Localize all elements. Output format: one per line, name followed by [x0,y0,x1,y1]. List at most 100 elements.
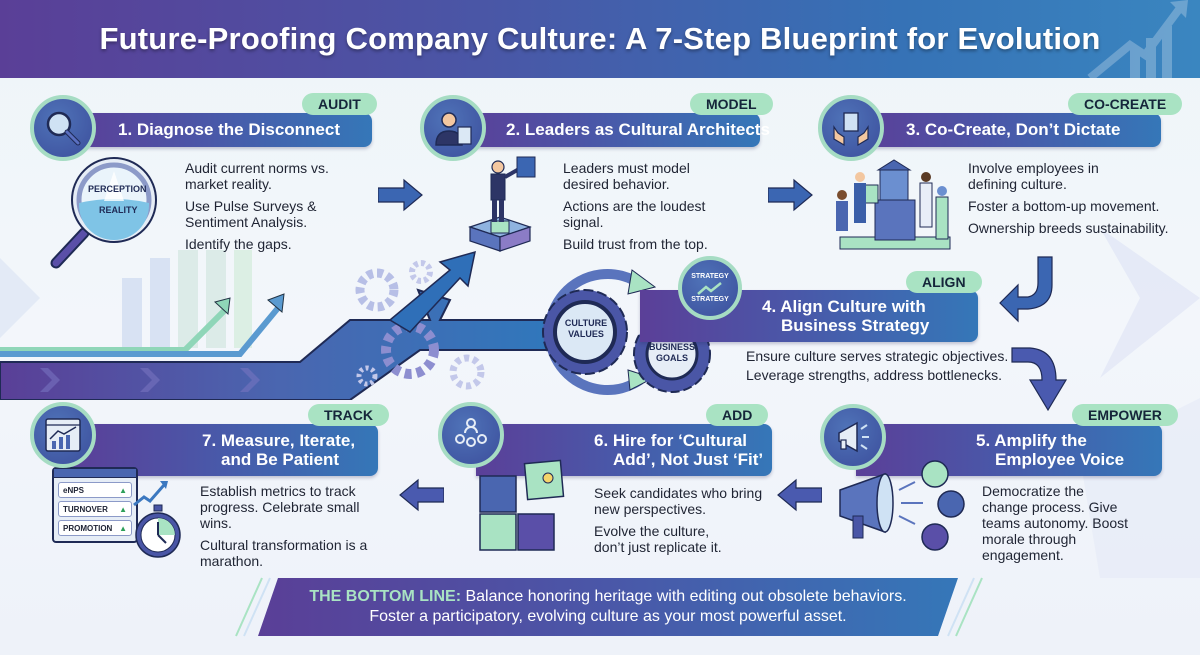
bg-bar [150,258,170,348]
flow-arrow-left-icon [777,478,822,512]
bottom-line-text-1: THE BOTTOM LINE: Balance honoring herita… [309,587,906,607]
step-3-bullet: Involve employees in defining culture. [968,160,1099,192]
bg-bar [122,278,142,348]
step-4-tag: ALIGN [906,271,982,293]
main-road [0,288,561,400]
bg-bar [178,250,198,348]
step-1-tag: AUDIT [302,93,377,115]
team-icon [455,418,487,447]
step-5-bullet: Democratize the change process. Give tea… [982,483,1129,563]
step-6-description: Seek candidates who bring new perspectiv… [594,485,769,561]
metric-row: PROMOTION ▲ [58,520,132,536]
step-5-title-bar: 5. Amplify the Employee Voice [856,424,1162,476]
step-4-bullet: Leverage strengths, address bottlenecks. [746,367,1003,383]
strategy-trend-icon [697,282,722,295]
business-goals-label: BUSINESS GOALS [647,342,697,364]
strategy-label-bottom: STRATEGY [691,296,729,303]
gear-decoration [356,365,378,387]
step-6-title-line-1: 6. Hire for ‘Cultural [594,431,748,450]
step-7-title-line-1: 7. Measure, Iterate, [202,431,356,450]
magnifier-icon [46,111,81,146]
step-7-bullet: Establish metrics to track progress. Cel… [200,483,360,531]
step-1-icon-badge [30,95,96,161]
step-7-description: Establish metrics to track progress. Cel… [200,483,395,575]
megaphone-icon [838,421,869,453]
step-5-tag: EMPOWER [1072,404,1178,426]
step-2-title: 2. Leaders as Cultural Architects [506,120,770,139]
step-3-bullet: Foster a bottom-up movement. [968,198,1160,214]
step-3-title-bar: 3. Co-Create, Don’t Dictate [858,113,1161,147]
leader-on-pedestal-illustration [468,156,536,252]
strategy-label-top: STRATEGY [691,273,729,280]
leader-icon [435,112,472,146]
step-5-icon-badge [820,404,886,470]
step-5-title-line-2: Employee Voice [995,450,1125,469]
step-5-description: Democratize the change process. Give tea… [982,483,1132,569]
team-building-illustration [836,159,951,250]
step-4-title-line-2: Business Strategy [781,316,930,335]
step-6-title-line-2: Add’, Not Just ‘Fit’ [613,450,764,469]
chart-window-icon [45,418,81,452]
blue-arrow-line [0,306,281,357]
step-3-description: Involve employees in defining culture. F… [968,160,1173,242]
flow-arrow-right-icon [768,178,813,212]
flow-arrow-curved-down-icon [1011,347,1068,412]
step-2-bullet: Actions are the loudest signal. [563,198,706,230]
bottom-line-lead: THE BOTTOM LINE: [309,588,462,605]
step-7-title-line-2: and Be Patient [221,450,340,469]
step-2-icon-badge [420,95,486,161]
step-3-title: 3. Co-Create, Don’t Dictate [906,120,1121,139]
step-6-title-bar: 6. Hire for ‘Cultural Add’, Not Just ‘Fi… [476,424,772,476]
step-1-title: 1. Diagnose the Disconnect [118,120,340,139]
up-arrow-icon: ▲ [119,485,127,495]
puzzle-pieces-illustration [479,459,565,551]
banner-left-stripes-decoration [235,577,271,637]
step-2-description: Leaders must model desired behavior. Act… [563,160,748,258]
perception-label: PERCEPTION [88,184,147,194]
flow-arrow-curved-down-left-icon [999,256,1053,323]
business-label: BUSINESS [648,342,695,352]
growth-arrow-decoration-icon [1087,0,1188,78]
hands-building-icon [833,112,869,147]
gear-decoration [409,260,433,284]
step-5-title-line-1: 5. Amplify the [976,431,1087,450]
step-6-icon-badge [438,402,504,468]
step-2-bullet: Build trust from the top. [563,236,708,252]
green-arrow-line [0,307,228,353]
step-6-bullet: Evolve the culture, don’t just replicate… [594,523,722,555]
page-title: Future-Proofing Company Culture: A 7-Ste… [99,21,1101,56]
bottom-line-sentence-2: Foster a participatory, evolving culture… [369,608,847,625]
growth-arrow [388,250,476,333]
flow-arrow-right-icon [378,178,423,212]
metric-label-enps: eNPS [63,485,84,495]
header-banner: Future-Proofing Company Culture: A 7-Ste… [0,0,1200,78]
megaphone-voices-illustration [839,460,965,551]
metric-label-promotion: PROMOTION [63,523,113,533]
culture-label: CULTURE [564,318,608,328]
values-label: VALUES [568,329,604,339]
goals-label: GOALS [655,353,688,363]
culture-values-label: CULTURE VALUES [561,318,611,340]
step-1-description: Audit current norms vs. market reality. … [185,160,355,258]
metric-row: TURNOVER ▲ [58,501,132,517]
gear-decoration [355,268,399,312]
step-4-description: Ensure culture serves strategic objectiv… [746,348,1016,389]
step-1-title-bar: 1. Diagnose the Disconnect [70,113,372,147]
bottom-line-banner: THE BOTTOM LINE: Balance honoring herita… [258,578,958,636]
stopwatch-illustration [133,481,181,558]
step-7-icon-badge [30,402,96,468]
metric-label-turnover: TURNOVER [63,504,108,514]
progress-road-illustration [0,250,561,400]
step-7-tag: TRACK [308,404,389,426]
step-4-bullet: Ensure culture serves strategic objectiv… [746,348,1009,364]
gear-decoration [449,354,485,390]
flow-arrow-left-icon [399,478,444,512]
step-7-bullet: Cultural transformation is a marathon. [200,537,368,569]
step-1-bullet: Audit current norms vs. market reality. [185,160,329,192]
reality-label: REALITY [99,205,138,215]
up-arrow-icon: ▲ [119,504,127,514]
step-4-icon-badge: STRATEGY STRATEGY [678,256,742,320]
step-6-tag: ADD [706,404,769,426]
step-4-title-line-1: 4. Align Culture with [762,297,926,316]
up-arrow-icon: ▲ [119,523,127,533]
